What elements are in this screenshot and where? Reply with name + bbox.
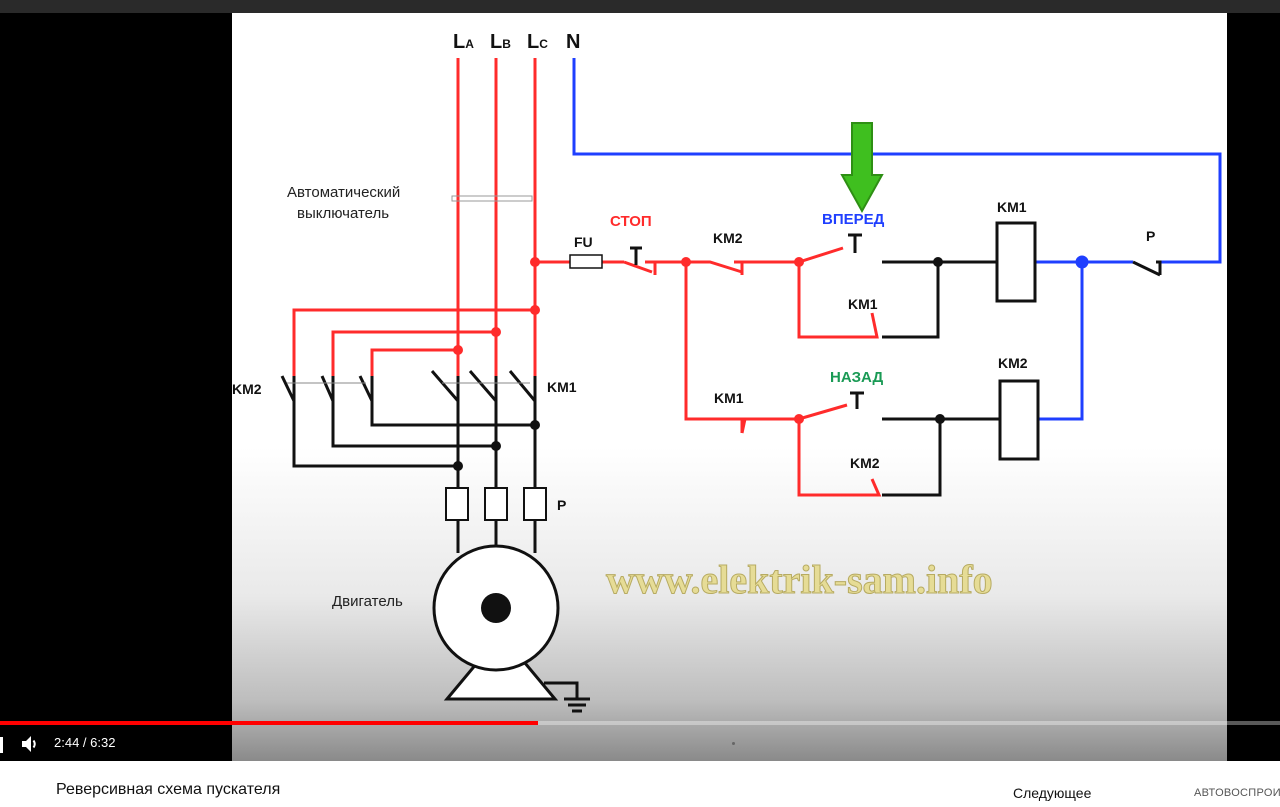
video-player[interactable]: LA LB LC N	[0, 13, 1280, 761]
thermal-relays	[445, 487, 547, 521]
up-next-label: Следующее	[1013, 785, 1092, 801]
autoplay-label[interactable]: АВТОВОСПРОИЗВЕДЕНИЕ	[1194, 787, 1280, 799]
thermal-p-label: P	[557, 497, 566, 513]
watermark: www.elektrik-sam.info	[606, 557, 993, 602]
push-button-caps	[630, 233, 864, 409]
phase-a-label: LA	[453, 31, 474, 53]
km2-coil	[998, 379, 1040, 461]
fuse-symbol	[569, 254, 603, 269]
green-arrow	[840, 122, 884, 214]
fuse-label: FU	[574, 234, 593, 250]
motor-symbol	[432, 544, 560, 701]
km1-interlock-label: KM1	[714, 390, 744, 406]
contactor-blades	[280, 370, 537, 402]
phase-junctions	[453, 257, 804, 424]
progress-fill	[0, 721, 538, 725]
time-display: 2:44 / 6:32	[54, 735, 116, 750]
progress-bar[interactable]	[0, 721, 1280, 725]
player-controls: 2:44 / 6:32	[0, 729, 1280, 761]
video-frame[interactable]: LA LB LC N	[232, 13, 1227, 761]
relay-p-label: P	[1146, 228, 1155, 244]
breaker-bar	[451, 195, 533, 202]
km1-contacts-label: KM1	[547, 379, 577, 395]
stop-label: СТОП	[610, 213, 652, 230]
km1-coil	[995, 221, 1037, 303]
km2-coil-label: KM2	[998, 355, 1028, 371]
km2-contacts-label: KM2	[232, 381, 262, 397]
breaker-label-line1: Автоматический	[287, 184, 400, 201]
below-player: Реверсивная схема пускателя Следующее АВ…	[0, 761, 1280, 807]
video-title: Реверсивная схема пускателя	[56, 781, 281, 798]
phase-wires	[292, 58, 882, 497]
controls-dot	[732, 742, 735, 745]
km1-hold-label: KM1	[848, 296, 878, 312]
control-wires	[292, 260, 1162, 713]
km1-coil-label: KM1	[997, 199, 1027, 215]
km2-hold-label: KM2	[850, 455, 880, 471]
neutral-label: N	[566, 31, 580, 53]
volume-icon[interactable]	[20, 733, 40, 755]
schematic-diagram: LA LB LC N	[232, 31, 1222, 713]
forward-label: ВПЕРЕД	[822, 211, 885, 228]
control-junctions	[453, 257, 945, 471]
play-button-edge[interactable]	[0, 737, 3, 753]
neutral-wires	[572, 58, 1222, 421]
motor-label: Двигатель	[332, 593, 403, 610]
back-label: НАЗАД	[830, 369, 883, 386]
top-bar	[0, 0, 1280, 13]
km2-contact-label: KM2	[713, 230, 743, 246]
phase-c-label: LC	[527, 31, 548, 53]
breaker-label-line2: выключатель	[297, 205, 389, 222]
phase-b-label: LB	[490, 31, 511, 53]
